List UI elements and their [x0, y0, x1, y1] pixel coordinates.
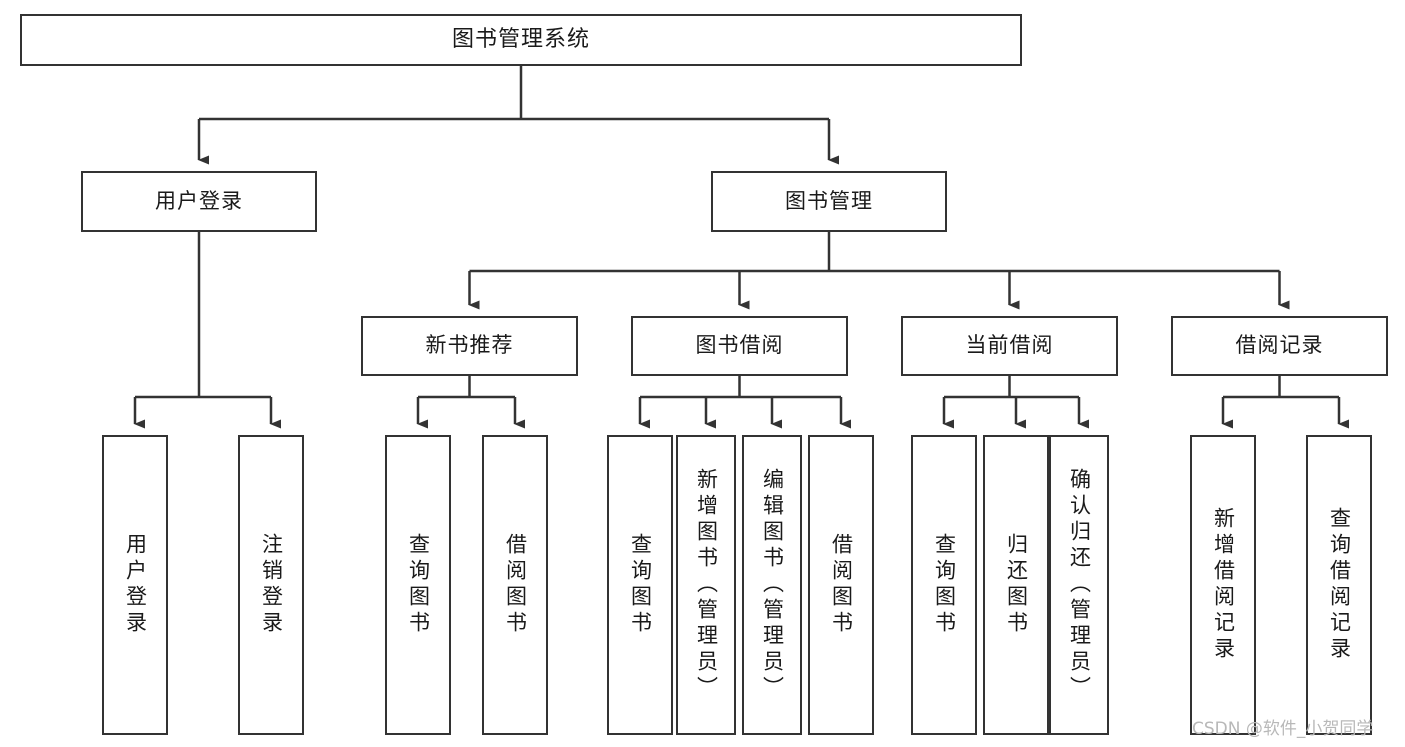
node-leaf8[interactable]: 借阅图书	[808, 435, 874, 735]
node-root[interactable]: 图书管理系统	[20, 14, 1022, 66]
node-label: 查询图书	[932, 533, 957, 637]
node-leaf5[interactable]: 查询图书	[607, 435, 673, 735]
node-label: 图书管理	[785, 188, 873, 213]
node-leaf7[interactable]: 编辑图书（管理员）	[742, 435, 802, 735]
node-label: 查询图书	[628, 533, 653, 637]
node-leaf2[interactable]: 注销登录	[238, 435, 304, 735]
node-leaf13[interactable]: 查询借阅记录	[1306, 435, 1372, 735]
node-leaf9[interactable]: 查询图书	[911, 435, 977, 735]
node-leaf12[interactable]: 新增借阅记录	[1190, 435, 1256, 735]
node-label: 归还图书	[1004, 533, 1029, 637]
node-leaf3[interactable]: 查询图书	[385, 435, 451, 735]
node-label: 注销登录	[259, 533, 284, 637]
node-leaf1[interactable]: 用户登录	[102, 435, 168, 735]
node-l1b[interactable]: 图书管理	[711, 171, 947, 232]
node-leaf10[interactable]: 归还图书	[983, 435, 1049, 735]
node-label: 借阅记录	[1235, 333, 1324, 358]
node-label: 当前借阅	[965, 333, 1054, 358]
node-label: 借阅图书	[503, 533, 528, 637]
node-leaf6[interactable]: 新增图书（管理员）	[676, 435, 736, 735]
node-l2b[interactable]: 图书借阅	[631, 316, 848, 376]
node-label: 编辑图书（管理员）	[760, 468, 785, 702]
node-label: 用户登录	[155, 188, 243, 213]
node-label: 图书借阅	[695, 333, 784, 358]
node-label: 确认归还（管理员）	[1067, 468, 1092, 702]
node-label: 用户登录	[123, 533, 148, 637]
node-l2c[interactable]: 当前借阅	[901, 316, 1118, 376]
node-leaf4[interactable]: 借阅图书	[482, 435, 548, 735]
watermark-text: CSDN @软件_小贺同学	[1192, 719, 1374, 739]
node-label: 查询图书	[406, 533, 431, 637]
node-l1a[interactable]: 用户登录	[81, 171, 317, 232]
node-label: 新增借阅记录	[1211, 507, 1236, 663]
node-label: 借阅图书	[829, 533, 854, 637]
node-l2d[interactable]: 借阅记录	[1171, 316, 1388, 376]
node-label: 图书管理系统	[451, 26, 590, 52]
node-leaf11[interactable]: 确认归还（管理员）	[1049, 435, 1109, 735]
node-label: 查询借阅记录	[1327, 507, 1352, 663]
node-label: 新书推荐	[425, 333, 514, 358]
node-label: 新增图书（管理员）	[694, 468, 719, 702]
node-l2a[interactable]: 新书推荐	[361, 316, 578, 376]
